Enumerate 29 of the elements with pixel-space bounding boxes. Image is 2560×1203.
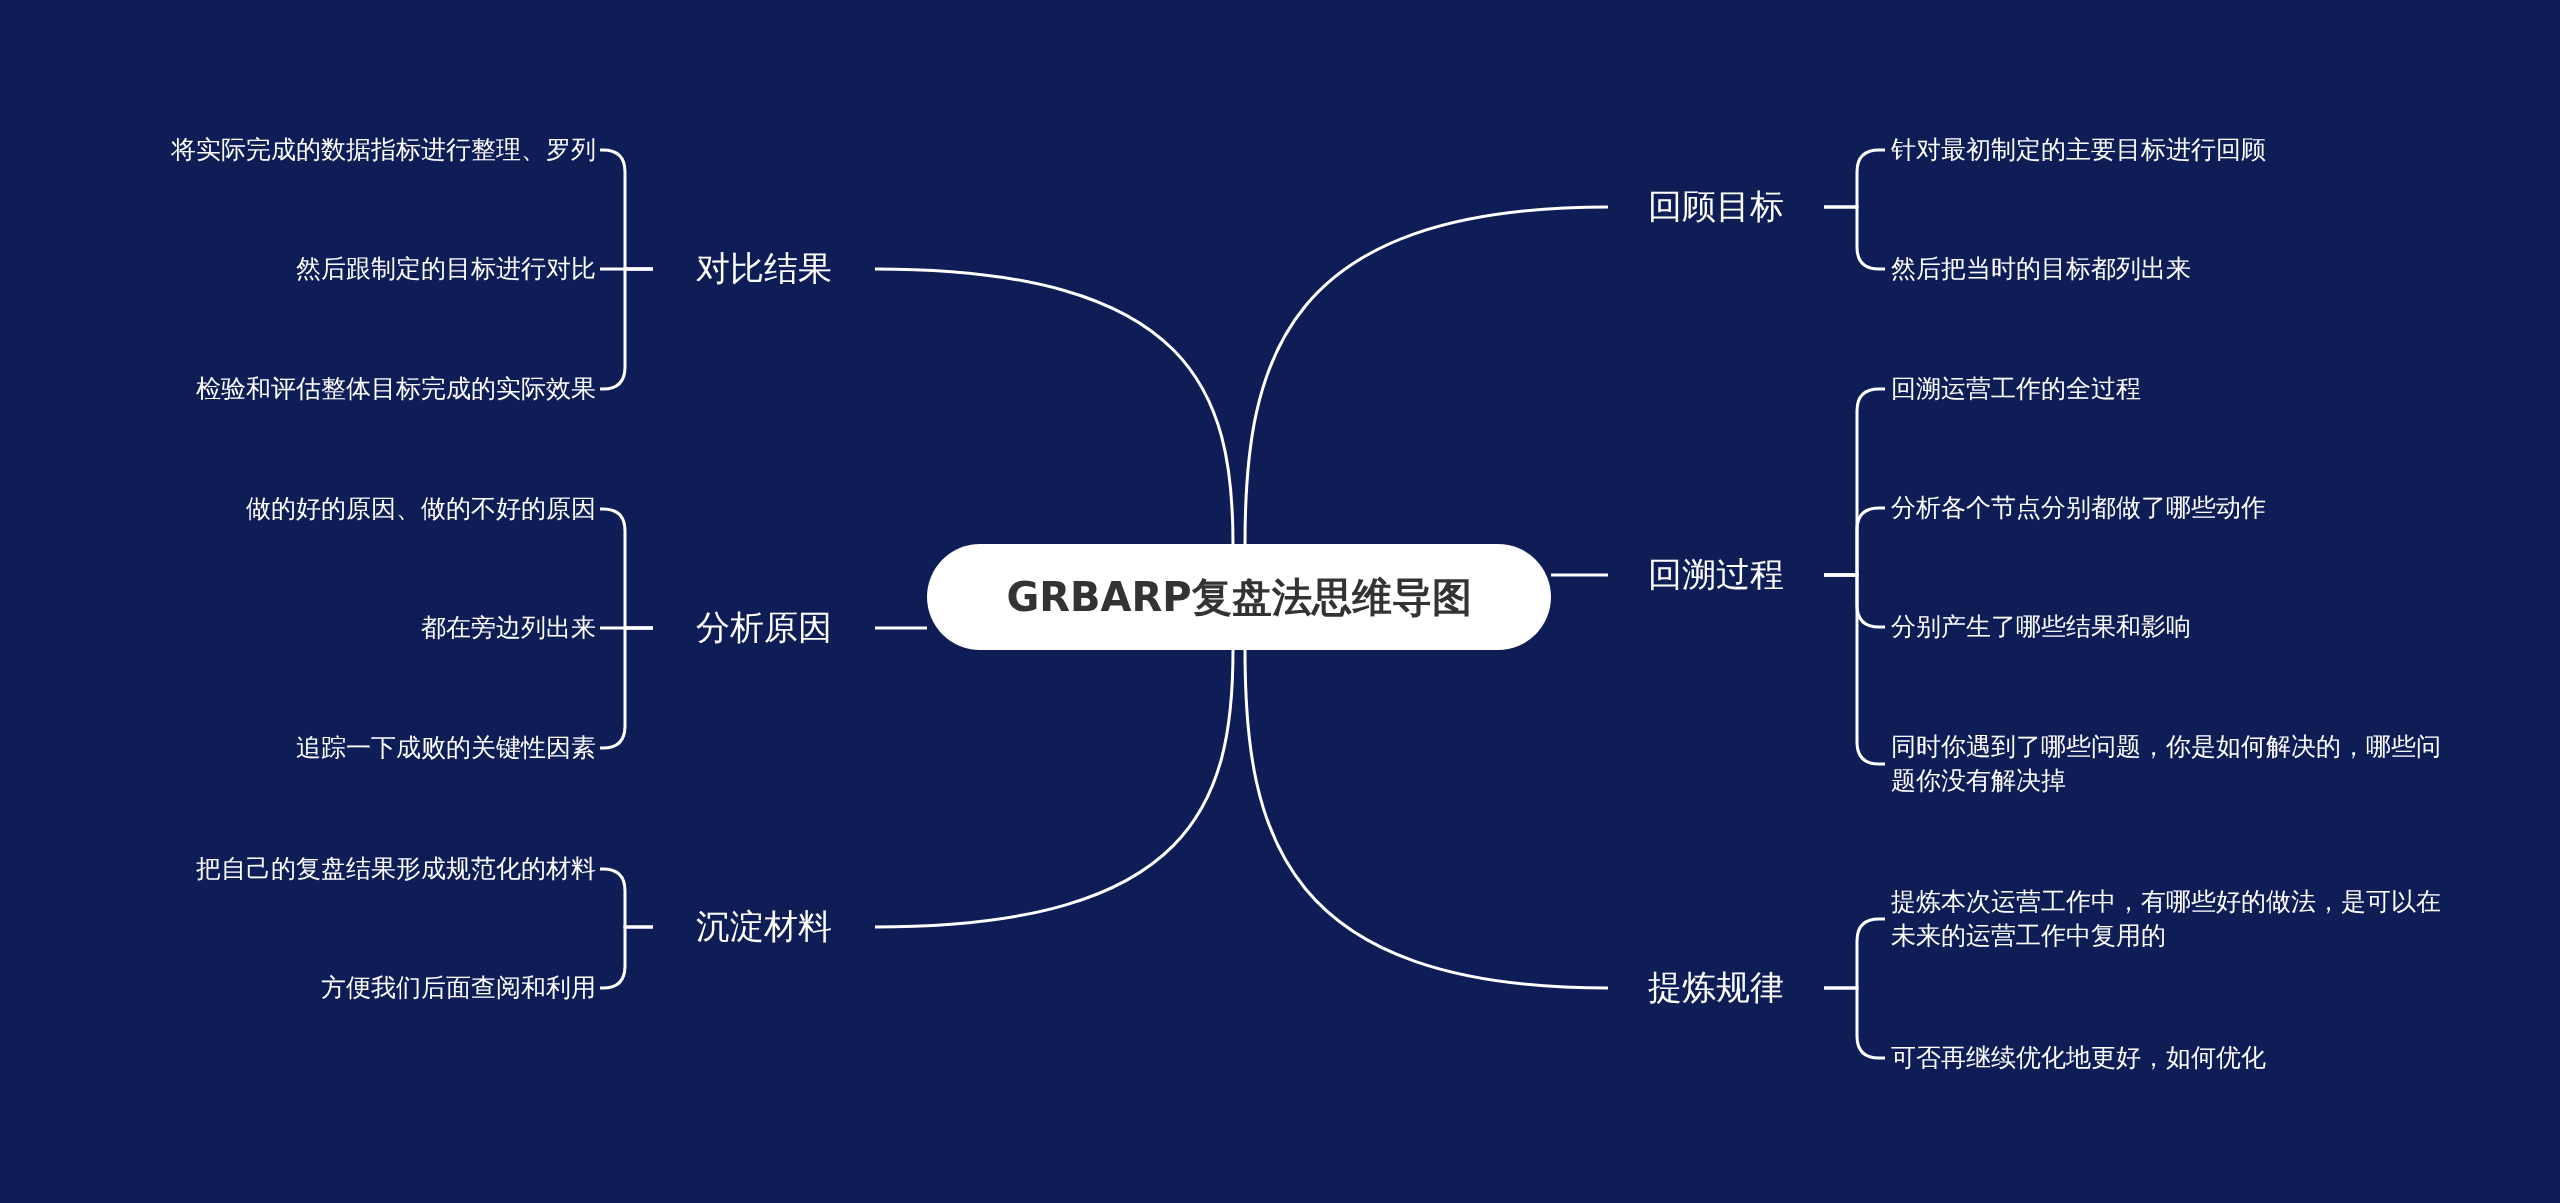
subtopic-text: 做的好的原因、做的不好的原因 xyxy=(40,492,596,526)
subtopic-text: 分别产生了哪些结果和影响 xyxy=(1891,610,2447,644)
subtopic-text: 检验和评估整体目标完成的实际效果 xyxy=(40,372,596,406)
connector-line xyxy=(1551,573,1608,577)
branch-topic: 提炼规律 xyxy=(1608,958,1824,1018)
subtopic-text: 然后把当时的目标都列出来 xyxy=(1891,252,2447,286)
branch-topic: 回溯过程 xyxy=(1608,545,1824,605)
connector-line xyxy=(1243,205,1609,545)
branch-topic: 回顾目标 xyxy=(1608,177,1824,237)
central-topic: GRBARP复盘法思维导图 xyxy=(927,544,1551,650)
subtopic-text: 追踪一下成败的关键性因素 xyxy=(40,731,596,765)
branch-topic: 对比结果 xyxy=(653,239,875,299)
subtopic-text: 回溯运营工作的全过程 xyxy=(1891,372,2447,406)
subtopic-text: 把自己的复盘结果形成规范化的材料 xyxy=(40,852,596,886)
subtopic-text: 都在旁边列出来 xyxy=(40,611,596,645)
connector-line xyxy=(874,649,1235,929)
subtopic-text: 分析各个节点分别都做了哪些动作 xyxy=(1891,491,2447,525)
branch-topic: 分析原因 xyxy=(653,598,875,658)
subtopic-text: 同时你遇到了哪些问题，你是如何解决的，哪些问题你没有解决掉 xyxy=(1891,730,2447,798)
subtopic-text: 可否再继续优化地更好，如何优化 xyxy=(1891,1041,2447,1075)
connector-line xyxy=(1243,649,1609,990)
subtopic-text: 然后跟制定的目标进行对比 xyxy=(40,252,596,286)
subtopic-text: 方便我们后面查阅和利用 xyxy=(40,971,596,1005)
branch-topic: 沉淀材料 xyxy=(653,897,875,957)
connector-line xyxy=(874,267,1235,545)
subtopic-text: 针对最初制定的主要目标进行回顾 xyxy=(1891,133,2447,167)
subtopic-text: 提炼本次运营工作中，有哪些好的做法，是可以在未来的运营工作中复用的 xyxy=(1891,885,2447,953)
subtopic-text: 将实际完成的数据指标进行整理、罗列 xyxy=(40,133,596,167)
connector-line xyxy=(875,626,927,630)
